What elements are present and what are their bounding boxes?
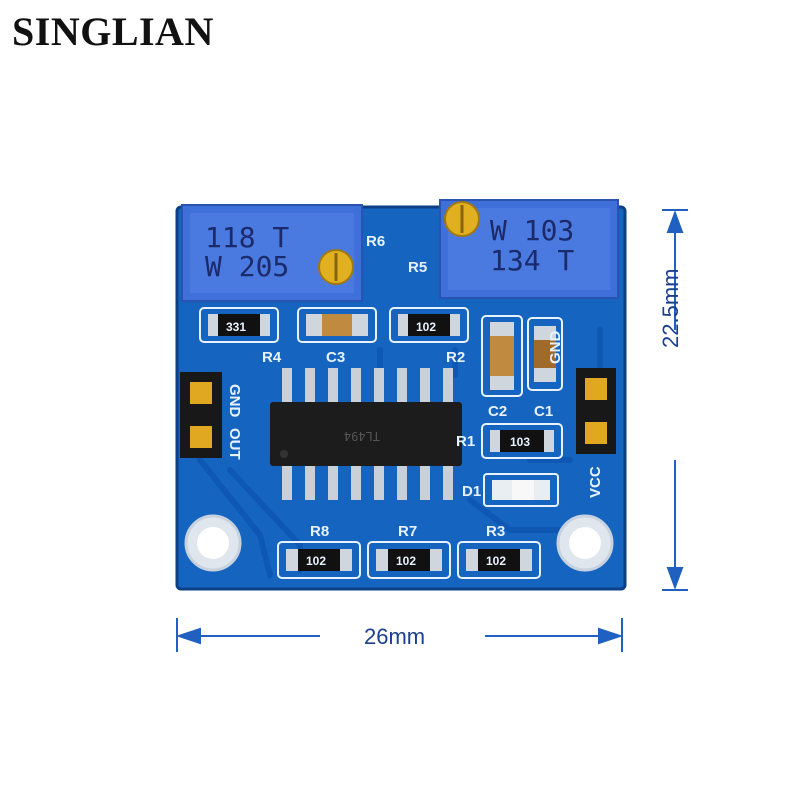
r4-code: 331 bbox=[226, 320, 246, 334]
resistor-r3: 102 bbox=[457, 541, 541, 579]
pot-left-line2: W 205 bbox=[205, 250, 289, 283]
label-r3: R3 bbox=[486, 523, 505, 540]
label-r5: R5 bbox=[408, 259, 427, 276]
ic-pins-top bbox=[282, 368, 453, 404]
label-gnd-left: GND bbox=[226, 384, 243, 418]
ic-chip bbox=[270, 402, 462, 466]
trimmer-potentiometer-left: 118 T W 205 bbox=[181, 204, 363, 302]
resistor-r4: 331 bbox=[199, 307, 279, 343]
mounting-hole-left bbox=[184, 514, 242, 572]
r8-code: 102 bbox=[306, 554, 326, 568]
label-c1: C1 bbox=[534, 403, 553, 420]
brand-logo: SINGLIAN bbox=[12, 9, 214, 54]
r1-code: 103 bbox=[510, 435, 530, 449]
width-dimension-label: 26mm bbox=[364, 624, 426, 649]
label-r1: R1 bbox=[456, 433, 475, 450]
height-dimension-label: 22.5mm bbox=[658, 268, 683, 348]
label-out: OUT bbox=[226, 428, 243, 460]
resistor-r1: 103 bbox=[481, 423, 563, 459]
dimension-arrows bbox=[175, 209, 688, 652]
label-r7: R7 bbox=[398, 523, 417, 540]
capacitor-c3 bbox=[297, 307, 377, 343]
resistor-r8: 102 bbox=[277, 541, 361, 579]
ic-pins-bottom bbox=[282, 464, 453, 500]
pin-header-left bbox=[180, 372, 222, 458]
resistor-r7: 102 bbox=[367, 541, 451, 579]
r2-code: 102 bbox=[416, 320, 436, 334]
label-r4: R4 bbox=[262, 349, 282, 366]
label-d1: D1 bbox=[462, 483, 481, 500]
r3-code: 102 bbox=[486, 554, 506, 568]
led-d1 bbox=[483, 473, 559, 507]
pin-header-right bbox=[576, 368, 616, 454]
label-r2: R2 bbox=[446, 349, 465, 366]
resistor-r2: 102 bbox=[389, 307, 469, 343]
label-gnd-right: GND bbox=[547, 331, 564, 365]
ic-marking: TL494 bbox=[344, 429, 380, 443]
label-c2: C2 bbox=[488, 403, 507, 420]
pot-right-line1: W 103 bbox=[490, 214, 574, 247]
trimmer-potentiometer-right: W 103 134 T bbox=[439, 199, 619, 299]
capacitor-c2 bbox=[481, 315, 523, 397]
label-vcc: VCC bbox=[587, 466, 604, 498]
label-r6: R6 bbox=[366, 233, 385, 250]
r7-code: 102 bbox=[396, 554, 416, 568]
label-c3: C3 bbox=[326, 349, 345, 366]
pot-left-line1: 118 T bbox=[205, 221, 289, 254]
label-r8: R8 bbox=[310, 523, 329, 540]
pot-right-line2: 134 T bbox=[490, 244, 574, 277]
mounting-hole-right bbox=[556, 514, 614, 572]
capacitor-c1 bbox=[527, 317, 563, 391]
